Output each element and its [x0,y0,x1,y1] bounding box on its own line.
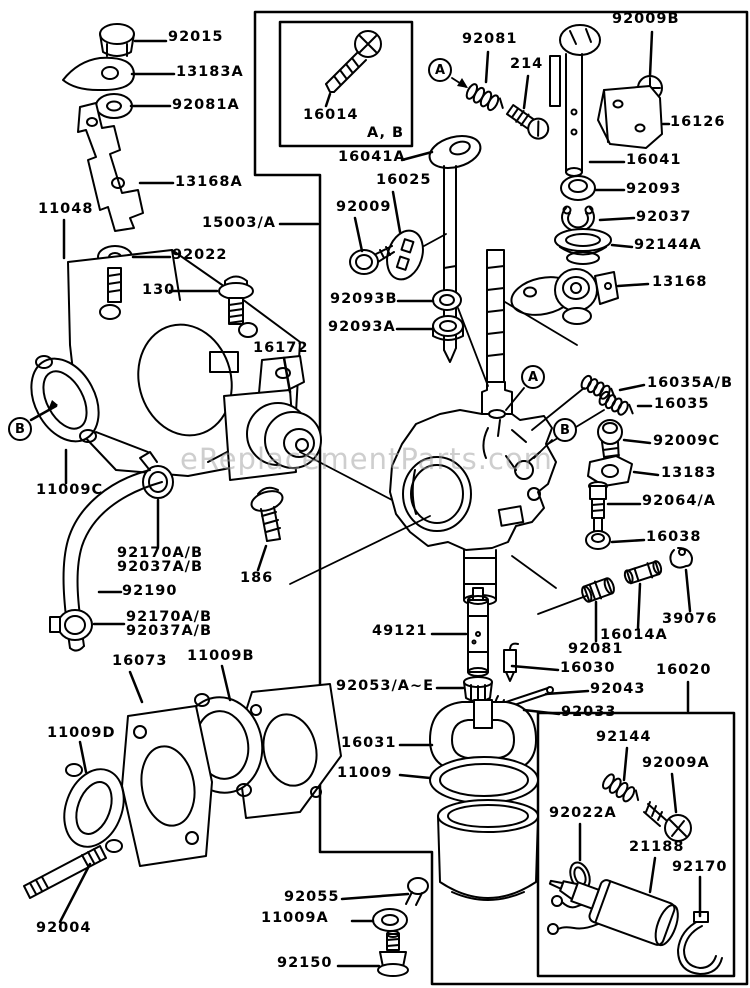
throttle-shaft-16041 [549,24,601,177]
stud-under-92022 [107,267,122,303]
washer-92081A [95,93,133,119]
screw-92055 [405,877,429,906]
choke-valve-16025 [386,229,424,281]
screw-92009 [349,245,395,275]
drain-bolt-92150 [377,930,409,977]
bolt-130 [218,275,254,325]
holder-16038 [585,530,611,550]
float-bowl [437,799,539,901]
choke-shaft-16041A [428,135,505,399]
spring-92081-top [465,83,504,112]
float-valve-16030 [503,642,519,682]
jet-holder-16014A [623,560,663,585]
solenoid-21188 [547,879,679,947]
lever-13168A [77,102,144,232]
spring-92144 [602,773,640,803]
clip-92037 [561,205,595,233]
screw-16014 [325,30,382,93]
insulator-16073 [121,705,213,867]
clamp-92170-lower [49,609,93,641]
valve-seat-92081 [581,577,615,603]
ring-92093B [432,289,462,311]
clamp-92170-upper [139,451,174,499]
clamp-92170-kit [677,911,723,975]
screw-92009A [643,801,692,842]
arrowheads [48,78,468,410]
spring-screw-16035AB [580,374,616,400]
carburetor-body-15003 [389,381,557,606]
construction-lines [289,77,605,615]
cap-nut-92015 [99,23,135,57]
leader-lines [29,30,702,968]
spring-screw-16035 [598,390,634,416]
collar-92053 [463,676,493,703]
plate-13183A [62,56,135,92]
gasket-11009D [63,763,125,853]
seal-92093 [560,175,596,201]
gasket-11009C [30,355,100,443]
main-nozzle-49121 [467,587,489,677]
spring-seat-92144A [554,228,612,265]
screw-214 [505,104,550,140]
stud-92004 [23,845,107,899]
plate-13183 [587,455,633,487]
assembly-box-15003 [253,10,749,986]
pilot-jet-92064 [588,481,608,533]
screw-92009C [597,419,623,465]
ring-92093A [432,315,464,341]
bracket-16172 [223,355,322,481]
throttle-arm-13168 [510,268,619,325]
flange-plate-rear [235,683,342,819]
washer-11009A [372,908,408,932]
bolt-186 [250,486,284,542]
clip-39076 [669,547,693,569]
gasket-11009 [429,756,539,804]
inset-box-16014 [278,20,414,148]
plate-16126 [597,85,663,149]
